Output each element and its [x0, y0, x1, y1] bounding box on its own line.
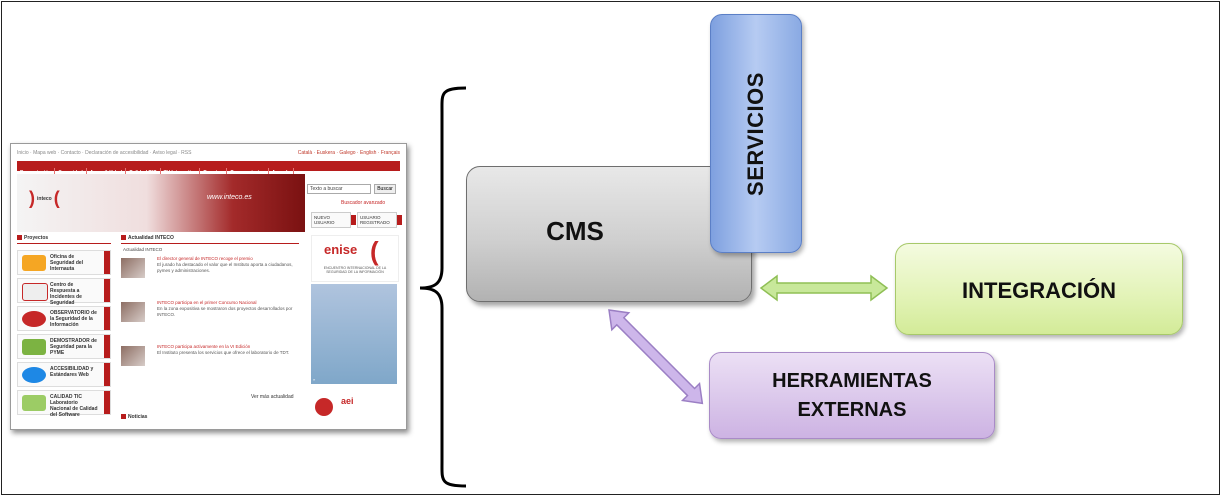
enise-banner[interactable]: enise(ENCUENTRO INTERNACIONAL DE LA SEGU… — [311, 235, 399, 282]
demostrador-icon — [22, 339, 46, 355]
inteco-logo: )inteco( — [29, 188, 60, 208]
news-subheading: Actualidad INTECO — [123, 247, 163, 252]
menu-item[interactable]: Seguridad — [55, 168, 87, 176]
new-user-button[interactable]: NUEVO USUARIO — [311, 212, 356, 228]
menu-item[interactable]: Convocatorias — [227, 168, 269, 176]
integration-arrow — [759, 274, 889, 302]
herramientas-box: HERRAMIENTAS EXTERNAS — [709, 352, 995, 439]
more-news-link[interactable]: Ver más actualidad — [251, 394, 294, 400]
project-item[interactable]: DEMOSTRADOR de Seguridad para la PYME — [17, 334, 111, 359]
projects-heading: Proyectos — [17, 235, 111, 244]
accesibilidad-icon — [22, 367, 46, 383]
project-item[interactable]: ACCESIBILIDAD y Estándares Web — [17, 362, 111, 387]
calidad-icon — [22, 395, 46, 411]
project-item[interactable]: Oficina de Seguridad del Internauta — [17, 250, 111, 275]
servicios-label: SERVICIOS — [743, 71, 769, 196]
menu-item[interactable]: Calidad TIC — [126, 168, 161, 176]
curly-brace — [419, 86, 467, 488]
cms-box: CMS — [466, 166, 752, 302]
observatorio-icon — [22, 311, 46, 327]
news-item[interactable]: INTECO participa activamente en la VI Ed… — [121, 344, 299, 378]
noticias-heading: Noticias — [121, 414, 147, 420]
banner-url: www.inteco.es — [207, 194, 252, 201]
menu-item[interactable]: Accesibilidad — [87, 168, 127, 176]
osi-icon — [22, 255, 46, 271]
menu-item[interactable]: TV Interactiva — [161, 168, 201, 176]
menu-item[interactable]: Agenda — [269, 168, 295, 176]
cert-icon — [22, 283, 48, 301]
news-photo — [121, 346, 145, 366]
project-item[interactable]: Centro de Respuesta a Incidentes de Segu… — [17, 278, 111, 306]
herramientas-line2: EXTERNAS — [797, 398, 907, 421]
advanced-search-link[interactable]: Buscador avanzado — [341, 200, 386, 206]
aei-seguridad-logo[interactable]: aei — [311, 388, 397, 428]
side-photo: » — [311, 284, 397, 384]
servicios-box: SERVICIOS — [710, 14, 802, 253]
website-screenshot: Inicio · Mapa web · Contacto · Declaraci… — [10, 143, 407, 430]
news-photo — [121, 302, 145, 322]
external-tools-arrow — [608, 309, 704, 405]
language-links: Català · Euskera · Galego · English · Fr… — [297, 150, 400, 156]
top-links: Inicio · Mapa web · Contacto · Declaraci… — [17, 150, 400, 156]
search-input[interactable]: Texto a buscar — [307, 184, 371, 194]
news-photo — [121, 258, 145, 278]
herramientas-line1: HERRAMIENTAS — [772, 369, 932, 392]
project-item[interactable]: CALIDAD TIC Laboratorio Nacional de Cali… — [17, 390, 111, 418]
news-item[interactable]: INTECO participa en el primer Concurso N… — [121, 300, 299, 334]
integracion-box: INTEGRACIÓN — [895, 243, 1183, 335]
news-item[interactable]: El director general de INTECO recoge el … — [121, 256, 299, 290]
site-banner: )inteco( www.inteco.es — [17, 174, 305, 232]
news-heading: Actualidad INTECO — [121, 235, 299, 244]
project-item[interactable]: OBSERVATORIO de la Seguridad de la Infor… — [17, 306, 111, 331]
menu-item[interactable]: Premios — [200, 168, 228, 176]
search-button[interactable]: Buscar — [374, 184, 396, 194]
registered-user-button[interactable]: USUARIO REGISTRADO — [357, 212, 402, 228]
menu-item[interactable]: Presentación — [17, 168, 56, 176]
